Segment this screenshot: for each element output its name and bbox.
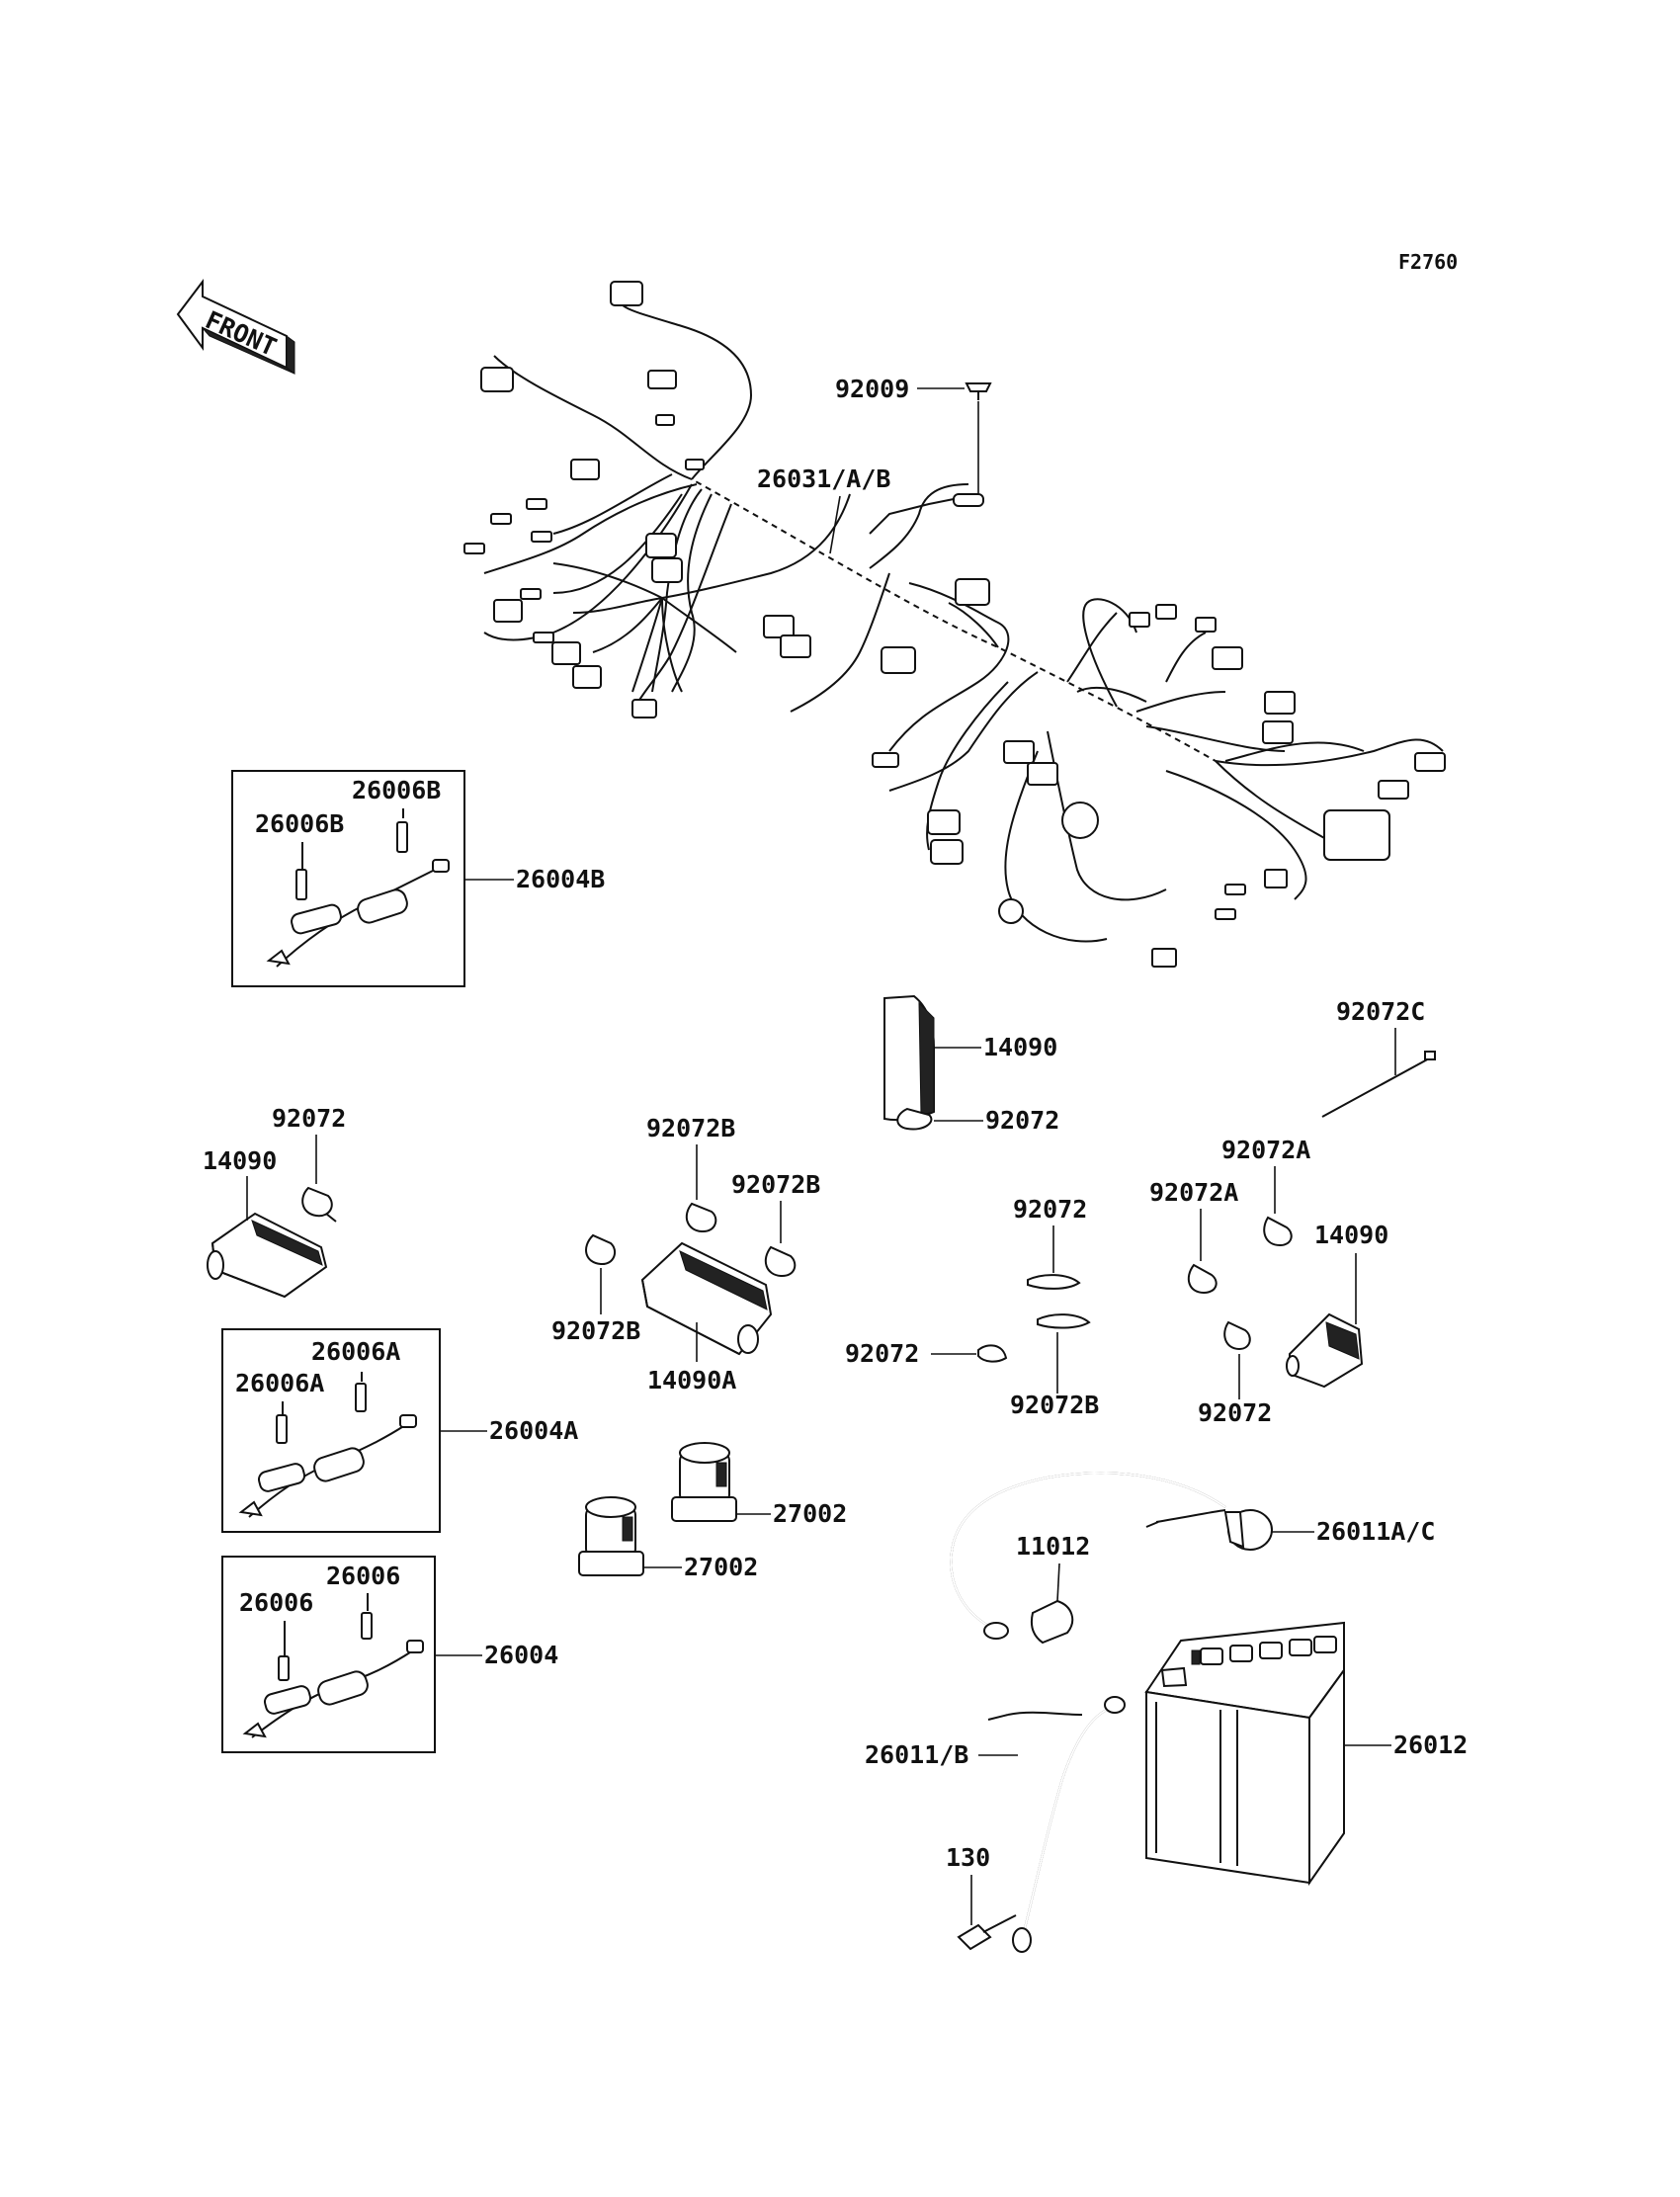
label-11012: 11012 (1016, 1532, 1090, 1561)
label-27002-upper: 27002 (773, 1499, 847, 1528)
label-92072B-b: 92072B (731, 1170, 820, 1199)
clamp-92072-mid (1027, 1274, 1081, 1290)
fuse-holder-26004 (242, 1593, 424, 1738)
label-14090-right: 14090 (1314, 1221, 1388, 1249)
label-92009: 92009 (835, 375, 909, 403)
label-26004A: 26004A (489, 1416, 578, 1445)
clamp-92072-top (896, 1107, 933, 1131)
clamp-92072A-b (1187, 1263, 1218, 1295)
label-26011AC: 26011A/C (1316, 1517, 1435, 1546)
relay-27002-lower (578, 1496, 644, 1576)
label-92072-right: 92072 (1198, 1398, 1272, 1427)
label-130: 130 (946, 1843, 990, 1872)
clamp-92072B-a (685, 1202, 717, 1233)
label-27002-lower: 27002 (684, 1553, 758, 1581)
cover-14090-right (1286, 1312, 1364, 1389)
box-26004B (231, 770, 465, 987)
battery-cable-26011AC (950, 1472, 1273, 1640)
screw-92009 (965, 382, 992, 494)
fuse-holder-26004B (266, 808, 450, 968)
clamp-92072-right (1223, 1320, 1251, 1351)
label-26004: 26004 (484, 1641, 558, 1669)
clamp-92072-left (301, 1186, 337, 1223)
bolt-130 (957, 1914, 1017, 1951)
cover-14090-left (207, 1212, 328, 1299)
clamp-92072-mid2 (977, 1344, 1008, 1363)
battery-cable-26011B (987, 1696, 1126, 1953)
label-92072-left: 92072 (272, 1104, 346, 1133)
label-26011B: 26011/B (865, 1740, 968, 1769)
label-26012: 26012 (1393, 1731, 1468, 1759)
terminal-cap-11012 (1030, 1599, 1074, 1645)
label-14090A: 14090A (647, 1366, 736, 1394)
label-26004B: 26004B (516, 865, 605, 893)
clamp-92072B-b (764, 1245, 797, 1278)
label-92072B-c: 92072B (551, 1316, 640, 1345)
label-26006B-upper: 26006B (352, 776, 441, 804)
label-92072C: 92072C (1336, 997, 1425, 1026)
label-26031: 26031/A/B (757, 465, 890, 493)
label-92072A-b: 92072A (1149, 1178, 1238, 1207)
clamp-92072A-a (1263, 1216, 1293, 1247)
label-92072-top: 92072 (985, 1106, 1059, 1135)
label-92072-mid: 92072 (1013, 1195, 1087, 1224)
label-26006-lower: 26006 (239, 1588, 313, 1617)
label-92072-mid2: 92072 (845, 1339, 919, 1368)
box-26004 (221, 1556, 436, 1753)
cover-14090A (640, 1241, 773, 1356)
label-92072B-d: 92072B (1010, 1391, 1099, 1419)
connector (610, 281, 643, 306)
main-harness (463, 281, 1446, 968)
relay-27002-upper (671, 1442, 737, 1522)
label-14090-top: 14090 (983, 1033, 1057, 1061)
front-arrow-icon: FRONT (176, 279, 295, 375)
battery-26012 (1144, 1621, 1345, 1887)
label-26006A-upper: 26006A (311, 1337, 400, 1366)
label-26006B-lower: 26006B (255, 809, 344, 838)
label-92072A-a: 92072A (1221, 1136, 1310, 1164)
figure-code: F2760 (1398, 250, 1458, 274)
label-26006A-lower: 26006A (235, 1369, 324, 1397)
clamp-92072B-c (585, 1233, 617, 1266)
label-14090-left: 14090 (203, 1146, 277, 1175)
fuse-holder-26004A (238, 1372, 417, 1518)
clamp-92072B-d (1037, 1313, 1091, 1329)
cable-tie-92072C (1321, 1051, 1436, 1118)
label-92072B-a: 92072B (646, 1114, 735, 1142)
label-26006-upper: 26006 (326, 1562, 400, 1590)
cover-14090-top (883, 994, 935, 1122)
